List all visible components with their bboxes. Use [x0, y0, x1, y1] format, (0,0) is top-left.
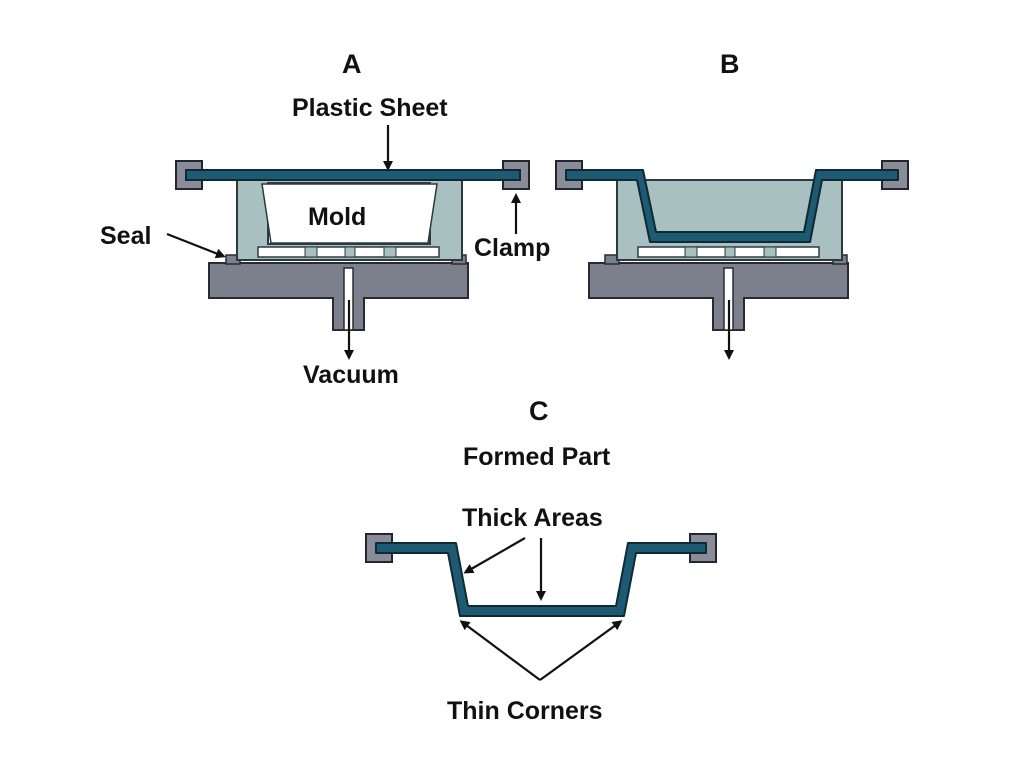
panel-a-letter: A	[342, 49, 362, 79]
mold-cavity	[261, 183, 438, 244]
vacuum-base-plate	[208, 262, 469, 331]
plastic-sheet-label: Plastic Sheet	[292, 94, 448, 122]
formed-part-title: Formed Part	[463, 443, 611, 471]
clamp-label: Clamp	[474, 234, 550, 262]
thick-areas-arrow-wall	[463, 537, 526, 574]
mold-label: Mold	[308, 203, 366, 231]
mold-vent-post	[304, 246, 318, 258]
panel-b: B	[555, 49, 909, 360]
mold-vent-post	[724, 246, 736, 258]
seal-label: Seal	[100, 222, 151, 250]
mold-vent-post	[684, 246, 698, 258]
panel-c-letter: C	[529, 396, 549, 426]
plastic-sheet-flat	[185, 169, 521, 181]
thick-areas-label: Thick Areas	[462, 504, 603, 532]
panel-c: C Formed Part Thick Areas Thin Corners	[365, 396, 717, 725]
formed-part	[375, 542, 707, 617]
thin-corners-arrow-right	[539, 620, 623, 681]
panel-a: A Plastic Sheet Mold Seal Clamp Vacuum	[100, 49, 550, 389]
mold-vent-post	[383, 246, 397, 258]
vacuum-label: Vacuum	[303, 361, 399, 389]
seal-arrow	[166, 232, 226, 259]
mold-vent-post	[763, 246, 777, 258]
thin-corners-label: Thin Corners	[447, 697, 603, 725]
thin-corners-arrow-left	[459, 620, 541, 681]
mold-vent-post	[344, 246, 356, 258]
vacuum-base-plate	[588, 262, 849, 331]
panel-b-letter: B	[720, 49, 740, 79]
plastic-sheet-formed	[565, 169, 899, 243]
